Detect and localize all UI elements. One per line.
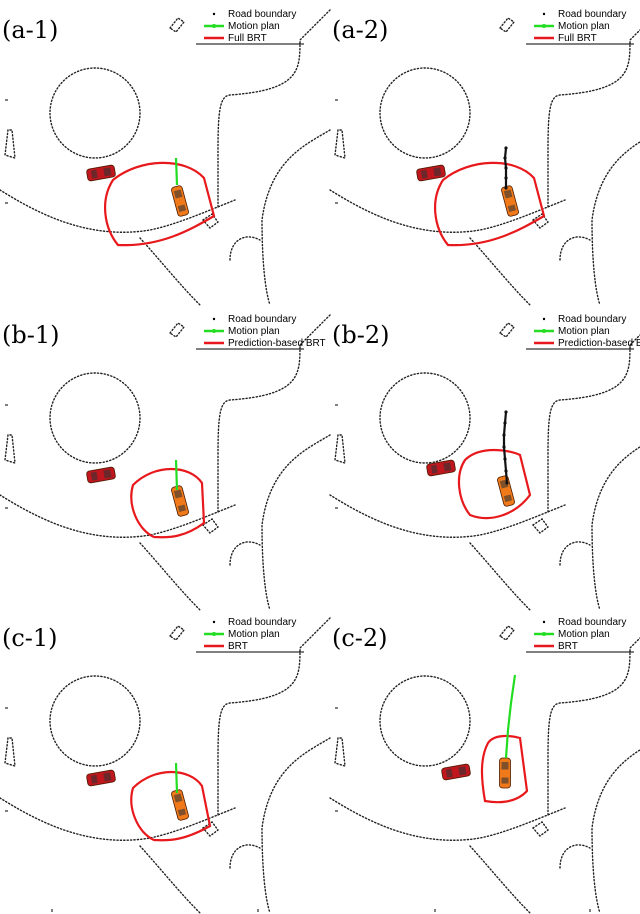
legend-road-marker (212, 12, 216, 16)
legend-entry: Motion plan (558, 21, 610, 32)
ego-vehicle (171, 485, 189, 517)
motion-plan-point (504, 186, 508, 190)
road-boundary (0, 617, 331, 914)
panel-label: (c-1) (2, 624, 58, 652)
motion-plan-point (504, 469, 508, 473)
motion-plan-point (502, 433, 506, 437)
legend-entry: Motion plan (228, 326, 280, 337)
road-boundary (0, 314, 331, 611)
legend-road-marker (212, 620, 216, 624)
motion-plan-point (503, 156, 507, 160)
brt-region (434, 161, 546, 247)
legend-entry: Road boundary (558, 314, 626, 325)
road-boundary (329, 322, 640, 611)
road-boundary (0, 9, 331, 306)
motion-plan-line (504, 674, 517, 759)
motion-plan-point (503, 421, 507, 425)
motion-plan-point (503, 457, 507, 461)
other-vehicle (426, 459, 456, 477)
legend-entry: Prediction-based BRT (228, 338, 326, 349)
legend-entry: Road boundary (228, 617, 296, 628)
legend-entry: Motion plan (228, 629, 280, 640)
legend-entry: Full BRT (558, 33, 597, 44)
legend-road-marker (542, 620, 546, 624)
road-boundary (329, 625, 640, 914)
panel-label: (c-2) (332, 624, 388, 652)
motion-plan-line (174, 762, 179, 794)
ego-vehicle (497, 475, 515, 507)
panel-label: (a-2) (332, 16, 388, 44)
motion-plan-point (504, 410, 508, 414)
legend-entry: Road boundary (558, 617, 626, 628)
legend-entry: Motion plan (228, 21, 280, 32)
panel-label: (a-1) (2, 16, 58, 44)
legend-entry: Motion plan (558, 326, 610, 337)
brt-region (130, 770, 212, 842)
motion-plan-line (174, 157, 179, 186)
legend-road-marker (542, 317, 546, 321)
legend-entry: Road boundary (228, 314, 296, 325)
legend-road-marker (212, 317, 216, 321)
legend-entry: BRT (558, 641, 578, 652)
motion-plan-point (504, 146, 508, 150)
other-vehicle (86, 466, 116, 484)
motion-plan-point (505, 481, 509, 485)
panel-label: (b-2) (332, 321, 389, 349)
motion-plan-point (502, 445, 506, 449)
ego-vehicle (171, 185, 189, 217)
motion-plan-line (174, 459, 179, 491)
motion-plan-point (504, 166, 508, 170)
brt-region (104, 161, 216, 247)
motion-plan-point (504, 176, 508, 180)
other-vehicle (441, 763, 471, 781)
legend-entry: Full BRT (228, 33, 267, 44)
legend-entry: Road boundary (228, 9, 296, 20)
road-boundary (329, 17, 640, 306)
brt-region (457, 448, 532, 520)
other-vehicle (86, 769, 116, 787)
legend-road-marker (542, 12, 546, 16)
ego-vehicle (171, 789, 189, 821)
ego-vehicle (501, 185, 519, 217)
legend-entry: Road boundary (558, 9, 626, 20)
brt-region (130, 467, 206, 539)
ego-vehicle (499, 757, 511, 789)
brt-region (480, 734, 529, 804)
legend-entry: BRT (228, 641, 248, 652)
other-vehicle (416, 164, 446, 182)
panel-label: (b-1) (2, 321, 59, 349)
legend-entry: Prediction-based BRT (558, 338, 640, 349)
legend-entry: Motion plan (558, 629, 610, 640)
other-vehicle (86, 164, 116, 182)
